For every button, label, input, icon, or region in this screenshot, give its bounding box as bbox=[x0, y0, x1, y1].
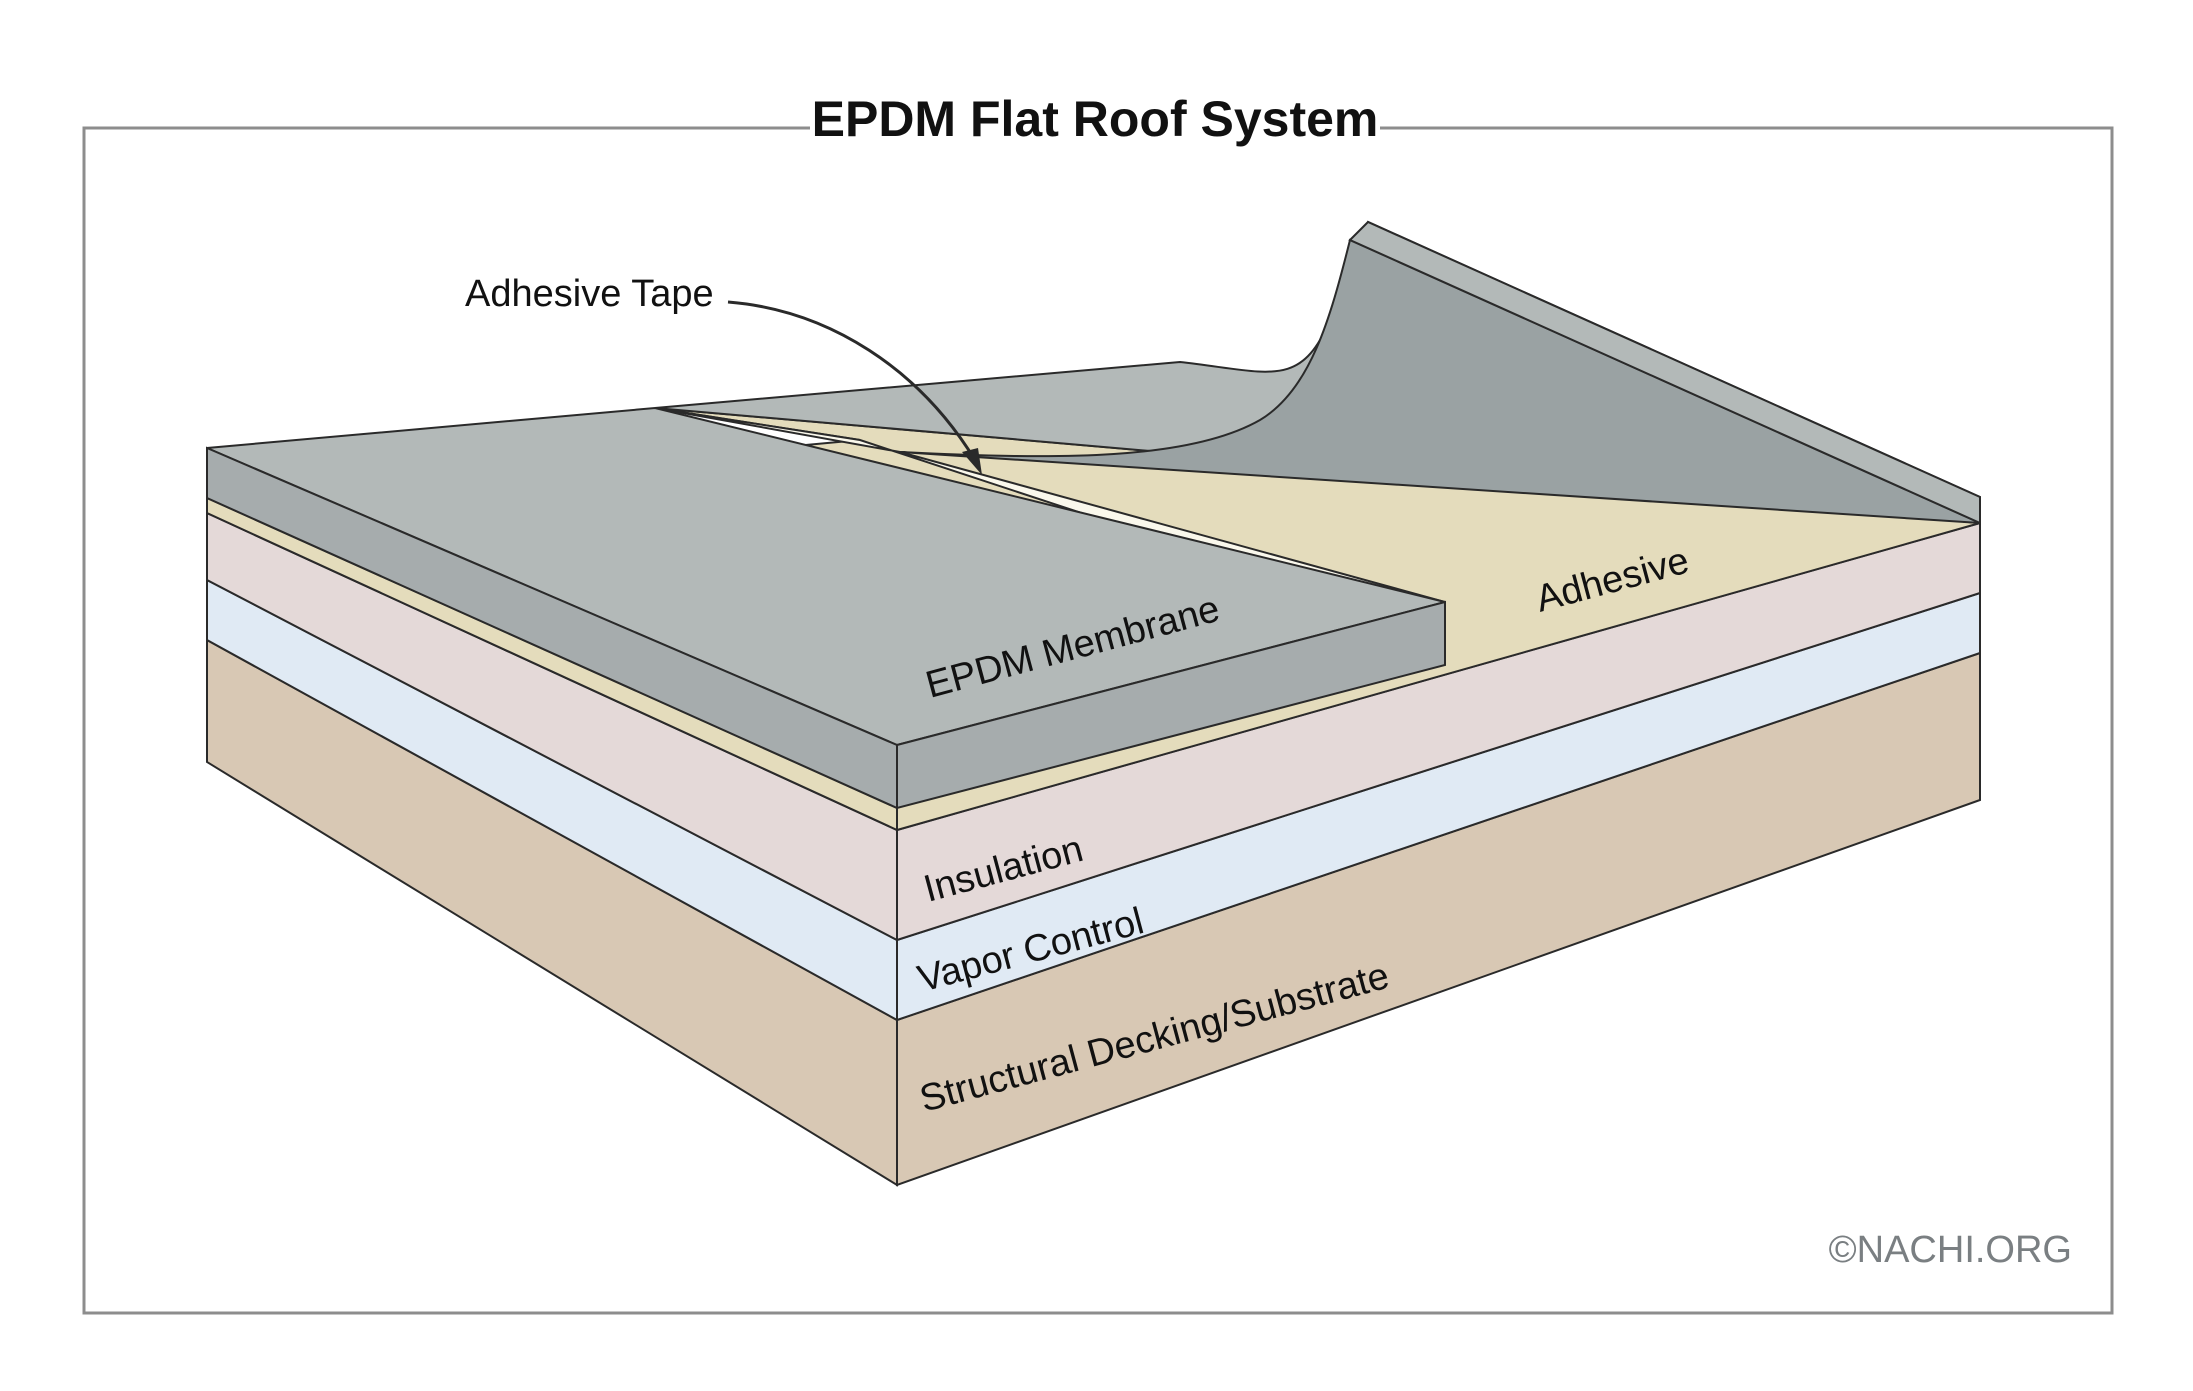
adhesive-tape-arrow bbox=[727, 300, 977, 461]
epdm-membrane-right-edge bbox=[896, 600, 1446, 810]
peeled-membrane-underside bbox=[899, 238, 1981, 524]
frame-border bbox=[82, 126, 2114, 1315]
peeled-membrane-edge bbox=[1348, 220, 1981, 525]
diagram-title: EPDM Flat Roof System bbox=[812, 91, 1379, 147]
label-adhesive-tape: Adhesive Tape bbox=[465, 273, 714, 315]
arrowhead-icon bbox=[962, 448, 982, 475]
copyright-credit: ©NACHI.ORG bbox=[1829, 1229, 2072, 1271]
